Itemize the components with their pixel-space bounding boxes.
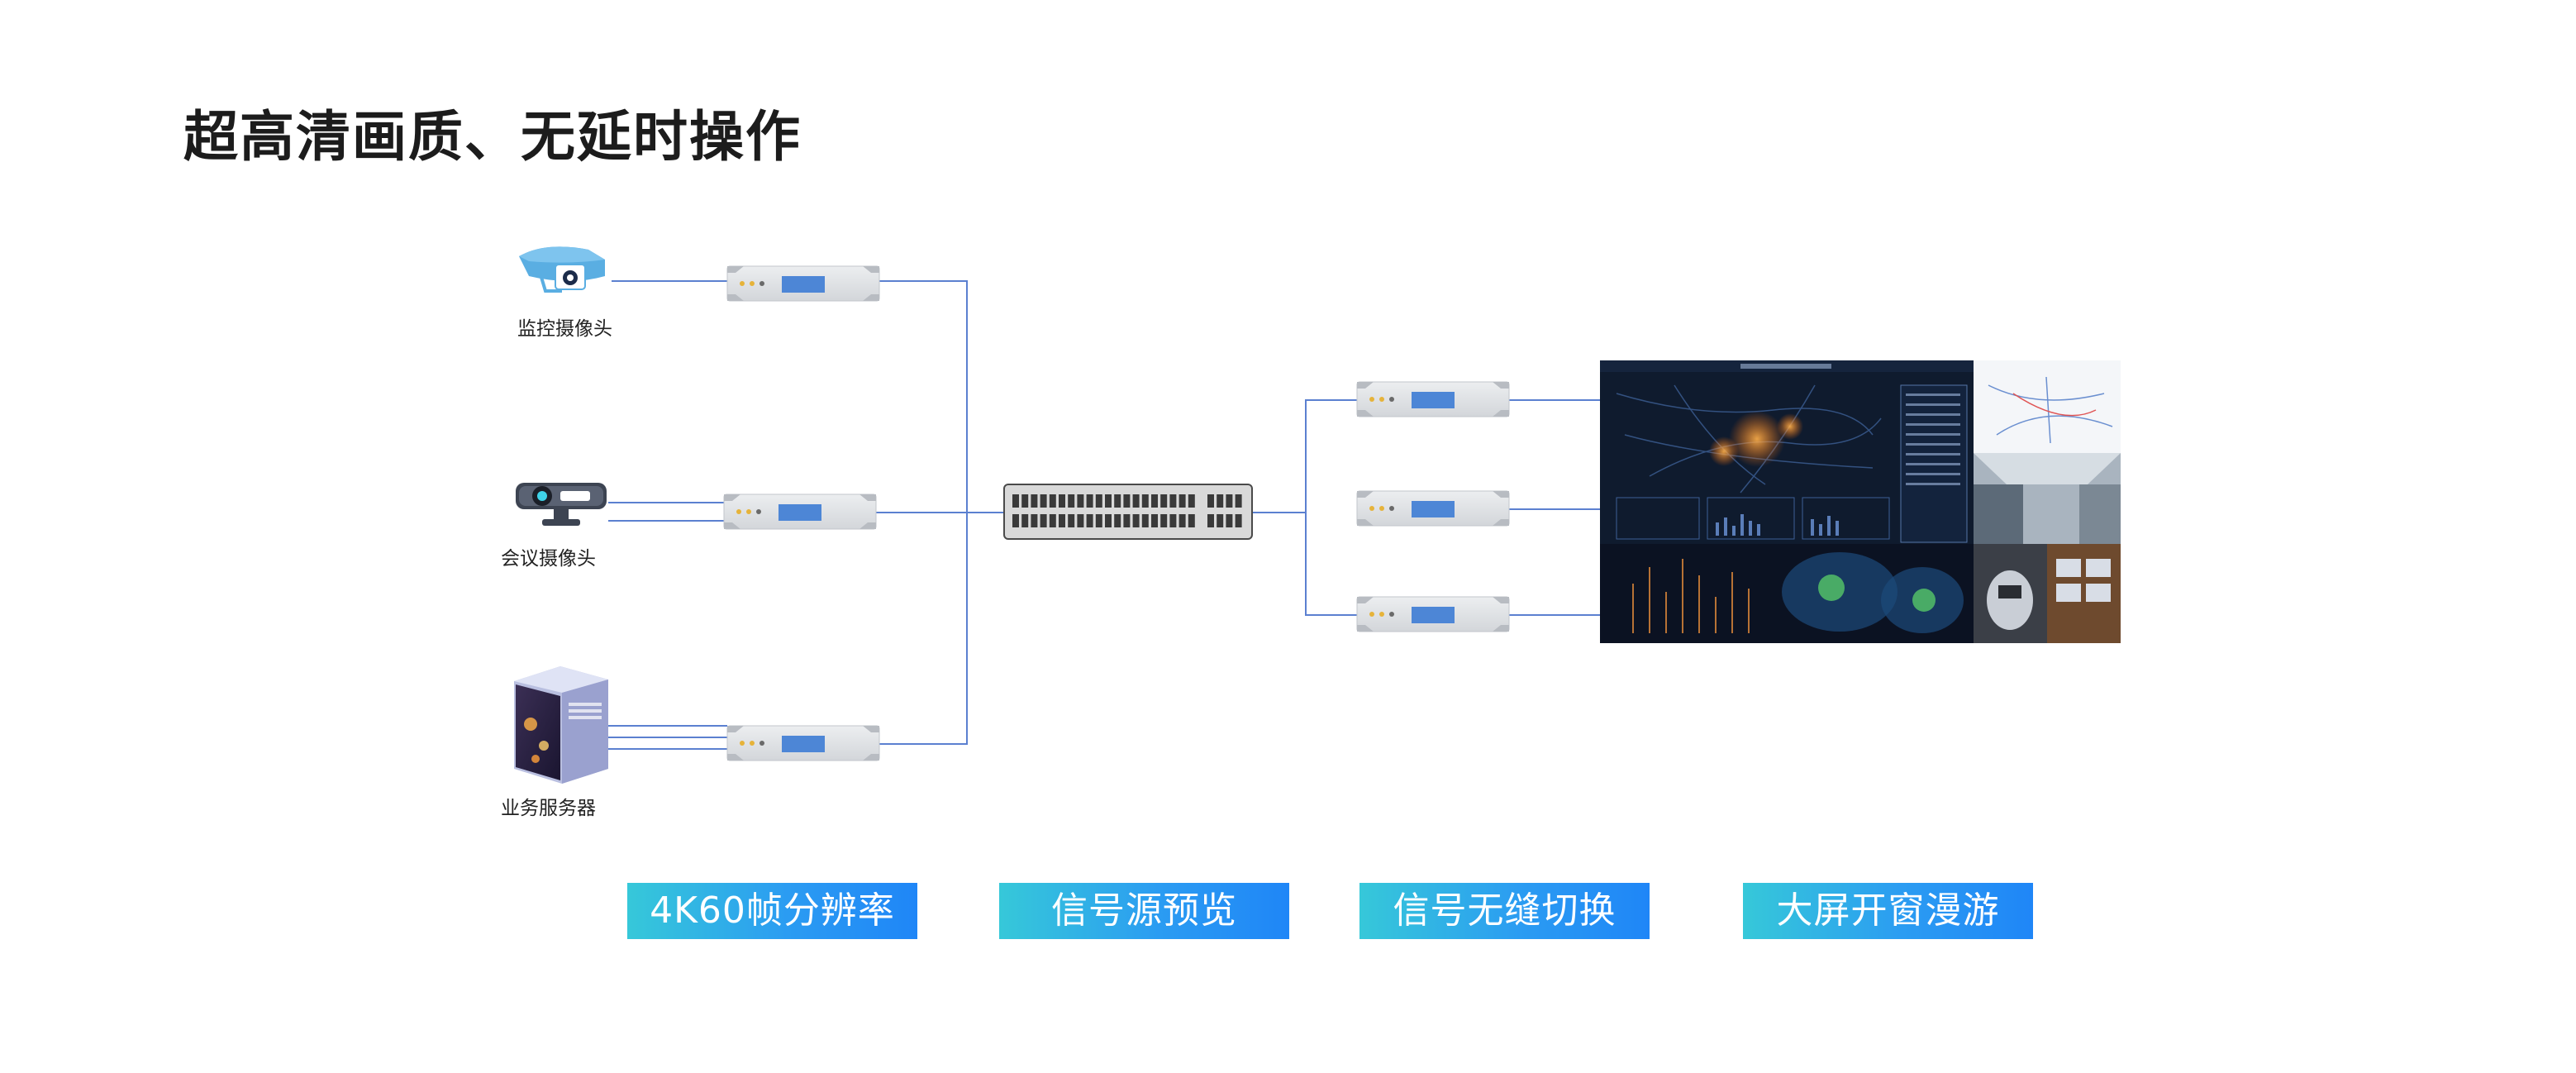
server-icon — [514, 666, 608, 784]
wall-window-train — [1974, 544, 2047, 643]
switch-port — [1049, 514, 1056, 527]
conference-camera-icon — [516, 483, 607, 526]
feature-4k60: 4K60帧分辨率 — [627, 883, 917, 939]
wall-window-route-map — [1974, 360, 2121, 453]
switch-port — [1086, 494, 1093, 508]
page-title: 超高清画质、无延时操作 — [183, 105, 802, 169]
wall-window-dashboard — [1600, 360, 1974, 544]
wall-window-monitors — [2047, 544, 2121, 643]
wall-window-heat-map — [1600, 544, 1974, 643]
wall-window-platform — [1974, 453, 2121, 544]
source-label-conference-camera: 会议摄像头 — [501, 548, 596, 570]
switch-port — [1226, 494, 1233, 508]
switch-port — [1160, 514, 1168, 527]
switch-port — [1021, 494, 1029, 508]
network-switch — [1003, 484, 1253, 540]
switch-port — [1226, 514, 1233, 527]
switch-port — [1160, 494, 1168, 508]
security-camera-icon — [519, 246, 605, 293]
switch-port — [1086, 514, 1093, 527]
switch-port — [1151, 514, 1158, 527]
switch-port — [1141, 514, 1149, 527]
switch-port — [1059, 494, 1065, 508]
switch-port — [1040, 514, 1047, 527]
decoder-device-2 — [1356, 490, 1510, 527]
connection-lines — [608, 280, 1600, 750]
switch-port — [1095, 514, 1102, 527]
switch-port — [1169, 514, 1177, 527]
decoder-device-3 — [1356, 596, 1510, 632]
switch-port — [1105, 494, 1112, 508]
switch-port — [1059, 514, 1065, 527]
switch-port — [1012, 514, 1019, 527]
switch-port — [1040, 494, 1047, 508]
switch-port — [1105, 514, 1112, 527]
switch-port — [1077, 494, 1084, 508]
switch-port — [1188, 494, 1195, 508]
feature-preview: 信号源预览 — [999, 883, 1289, 939]
switch-port — [1123, 494, 1131, 508]
switch-port — [1012, 494, 1019, 508]
switch-port — [1021, 514, 1029, 527]
switch-port — [1132, 514, 1140, 527]
source-label-server: 业务服务器 — [501, 798, 596, 819]
encoder-device-2 — [723, 494, 877, 530]
switch-port — [1207, 514, 1214, 527]
switch-port — [1114, 494, 1121, 508]
video-wall — [1600, 360, 2121, 643]
switch-port — [1188, 514, 1195, 527]
switch-port — [1178, 514, 1186, 527]
switch-port — [1235, 514, 1242, 527]
source-label-security-camera: 监控摄像头 — [517, 318, 612, 340]
feature-seamless-switch: 信号无缝切换 — [1359, 883, 1650, 939]
switch-port — [1031, 494, 1038, 508]
switch-port — [1141, 494, 1149, 508]
switch-port — [1178, 494, 1186, 508]
switch-port — [1235, 494, 1242, 508]
switch-port — [1207, 494, 1214, 508]
switch-port — [1169, 494, 1177, 508]
switch-port — [1151, 494, 1158, 508]
switch-port — [1114, 514, 1121, 527]
switch-port — [1123, 514, 1131, 527]
encoder-device-1 — [726, 265, 880, 302]
switch-port — [1217, 514, 1224, 527]
decoder-device-1 — [1356, 381, 1510, 417]
switch-port — [1095, 494, 1102, 508]
switch-port — [1068, 514, 1075, 527]
switch-port — [1077, 514, 1084, 527]
encoder-device-3 — [726, 725, 880, 761]
feature-window-roaming: 大屏开窗漫游 — [1743, 883, 2033, 939]
switch-port — [1049, 494, 1056, 508]
switch-port — [1132, 494, 1140, 508]
switch-port — [1068, 494, 1075, 508]
switch-port — [1217, 494, 1224, 508]
switch-port — [1031, 514, 1038, 527]
